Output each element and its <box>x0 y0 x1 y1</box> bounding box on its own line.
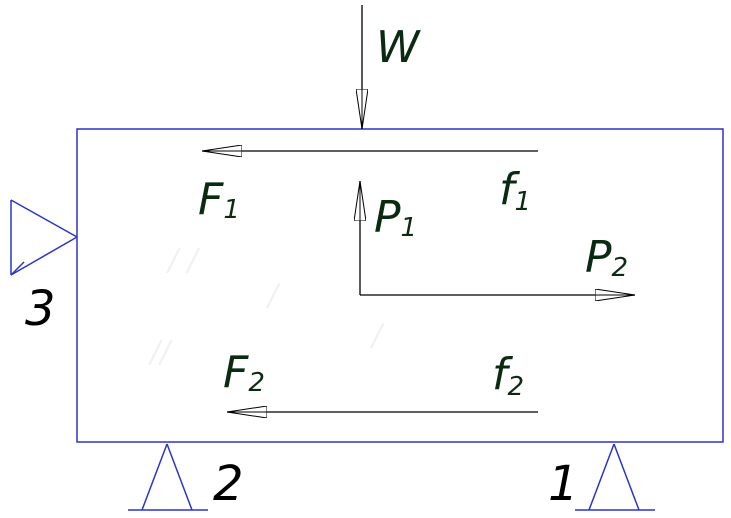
support-3-number: 3 <box>25 281 56 337</box>
body-outline <box>76 128 724 443</box>
ghost-mark: / <box>265 278 281 313</box>
ghost-mark: // <box>147 335 173 370</box>
label-w: W <box>376 22 421 73</box>
label-f2-lower: f2 <box>492 349 524 402</box>
label-f1: F1 <box>198 174 240 225</box>
support-2-number: 2 <box>213 456 244 512</box>
label-f1-lower: f1 <box>499 164 531 217</box>
label-p2: P2 <box>585 232 628 283</box>
label-p1: P1 <box>374 192 417 243</box>
ghost-mark: / <box>369 318 385 353</box>
label-f2: F2 <box>223 347 265 398</box>
support-1 <box>575 443 655 511</box>
support-1-number: 1 <box>548 456 579 512</box>
support-3 <box>10 199 78 276</box>
support-2 <box>128 443 208 511</box>
ghost-mark: / / <box>165 243 201 278</box>
